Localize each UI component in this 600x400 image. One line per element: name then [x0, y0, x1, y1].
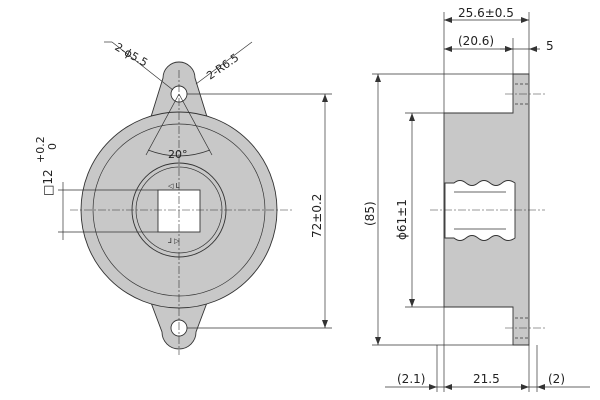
left-gap: (2.1) — [397, 372, 425, 386]
hole-callout: 2-ϕ5.5 — [113, 40, 150, 69]
body-width-arrow-left — [444, 46, 452, 52]
flange-width-arrow-right — [529, 46, 537, 52]
front-view: ◁ L ⅃ ▷ 20° 2-ϕ5.5 2-R6.5 □12 +0.2 0 72±… — [34, 40, 332, 355]
shaft-rotor — [444, 180, 516, 241]
flange-width: 5 — [546, 39, 554, 53]
tolerance-lower: 0 — [46, 143, 59, 150]
angle-arc — [147, 149, 211, 157]
overall-height-arrow-top — [375, 74, 381, 82]
overall-height-arrow-bottom — [375, 337, 381, 345]
flange-width-arrow-left — [505, 46, 513, 52]
diameter-arrow-bottom — [409, 299, 415, 307]
bottom-arrow-3 — [521, 384, 529, 390]
overall-width-arrow-left — [444, 17, 452, 23]
tolerance-upper: +0.2 — [34, 136, 47, 163]
angle-label: 20° — [168, 148, 188, 161]
side-view: 25.6±0.5 (20.6) 5 (85) ϕ61±1 — [363, 6, 590, 392]
diameter-arrow-top — [409, 113, 415, 121]
body-diameter: ϕ61±1 — [395, 199, 409, 240]
hole-callout-leader — [111, 41, 174, 91]
body-width: (20.6) — [458, 34, 494, 48]
radius-callout-leader — [195, 41, 253, 85]
angle-line-left — [145, 93, 180, 156]
bottom-arrow-1 — [429, 384, 437, 390]
height-dim: 72±0.2 — [310, 194, 324, 238]
bottom-arrow-2 — [444, 384, 452, 390]
square-size: □12 — [41, 169, 55, 196]
overall-width: 25.6±0.5 — [458, 6, 514, 20]
radius-callout: 2-R6.5 — [204, 51, 241, 82]
l-mark-top: ◁ L — [168, 182, 180, 190]
overall-width-arrow-right — [521, 17, 529, 23]
angle-line-right — [178, 93, 213, 156]
right-gap: (2) — [548, 372, 565, 386]
shaft-ring — [454, 191, 506, 230]
height-arrow-top — [322, 94, 328, 102]
height-arrow-bottom — [322, 320, 328, 328]
l-mark-bottom: ⅃ ▷ — [167, 237, 180, 245]
bottom-width: 21.5 — [473, 372, 500, 386]
overall-height: (85) — [363, 201, 377, 226]
bottom-arrow-4 — [537, 384, 545, 390]
